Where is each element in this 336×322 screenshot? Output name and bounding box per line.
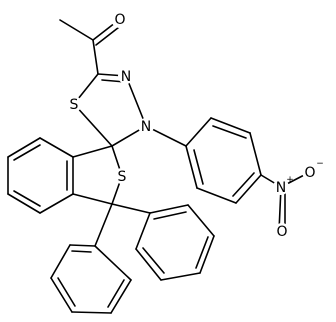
bond-c2-n3-double-inner (101, 79, 126, 83)
bond-nitro-o-double (278, 186, 282, 232)
atom-label-acetyl-oxygen: O (114, 12, 125, 28)
bond-cph2-benzo-c2 (72, 193, 113, 205)
bond-ph2-2 (187, 204, 215, 237)
bond-bz-3 (7, 137, 41, 158)
bond-ph2-5 (135, 248, 162, 281)
bond-cph2-phenyl-left (94, 203, 113, 247)
bond-ph1-3 (50, 277, 73, 313)
bond-nitro-o-single (280, 171, 311, 188)
atom-labels: O N N S S N + O − O (70, 12, 324, 240)
bond-s1-c2 (73, 73, 99, 105)
bond-methyl-carbonyl (59, 19, 94, 41)
bond-ph1-2 (50, 244, 71, 279)
bond-ph2-1 (149, 204, 189, 214)
bond-spiro-benzo-c1 (72, 145, 113, 158)
bond-carbonyl-ring (92, 39, 99, 75)
bond-n4-aryl (145, 125, 187, 147)
bond-ar-a5 (196, 187, 237, 204)
atom-label-amine-nitrogen: N (141, 119, 151, 135)
bond-bz-2 (39, 137, 74, 158)
charge-label-nitro-oxygen-upper: − (316, 159, 324, 169)
bond-ph2-3 (199, 235, 215, 274)
bond-ar-a4-inner (232, 172, 255, 197)
bond-n4-spiro (111, 125, 147, 147)
bond-bz-3-inner (13, 144, 41, 161)
bond-n3-n4 (125, 75, 147, 127)
bond-ph2-5-inner (142, 247, 165, 274)
bond-ph2-4 (160, 272, 201, 281)
bond-carbonyl-c-o (92, 18, 121, 41)
bond-ph1-5-inner (107, 279, 125, 308)
bond-ph2-6 (135, 212, 151, 250)
bond-ph1-5 (110, 279, 132, 314)
bond-ph1-6 (94, 245, 132, 281)
atom-label-ring-sulfur-upper: S (70, 97, 79, 113)
bond-c2-n3-double (97, 73, 127, 77)
bond-spiro-s2 (111, 145, 123, 177)
atom-label-ring-sulfur-spiro: S (118, 169, 127, 185)
bond-spiro-s1 (73, 103, 113, 147)
atom-label-nitro-nitrogen: N (276, 180, 286, 196)
charge-label-nitro-nitrogen: + (286, 175, 294, 185)
bond-ph2-1-inner (153, 211, 187, 220)
bond-carbonyl-c-o-double (95, 23, 124, 46)
bond-s2-cph2 (111, 175, 123, 205)
bond-ar-a6 (185, 145, 198, 189)
atom-label-nitro-oxygen-upper: O (304, 165, 315, 181)
bond-lines (7, 18, 311, 314)
bond-ph2-3-inner (195, 236, 209, 269)
atom-label-nitro-oxygen-lower: O (276, 224, 287, 240)
bond-cph2-phenyl-right (111, 203, 151, 214)
bond-ar-a3 (249, 132, 262, 176)
bond-bz-5 (7, 193, 41, 214)
bond-ar-a2-inner (212, 125, 247, 139)
bond-ph1-1 (69, 244, 96, 247)
bond-ar-a2 (210, 117, 251, 134)
bond-bz-6 (39, 193, 74, 214)
bond-ph1-4 (71, 311, 112, 314)
bond-ph1-1-inner (71, 250, 92, 253)
bond-ar-a4 (235, 174, 262, 204)
bond-ph1-3-inner (57, 277, 76, 307)
bond-ar-a6-inner (193, 149, 204, 185)
bond-bz-5-inner (13, 190, 41, 207)
bond-ar-a1 (185, 117, 212, 147)
atom-label-imine-nitrogen: N (121, 69, 131, 85)
bond-aryl-nitro (260, 174, 282, 188)
